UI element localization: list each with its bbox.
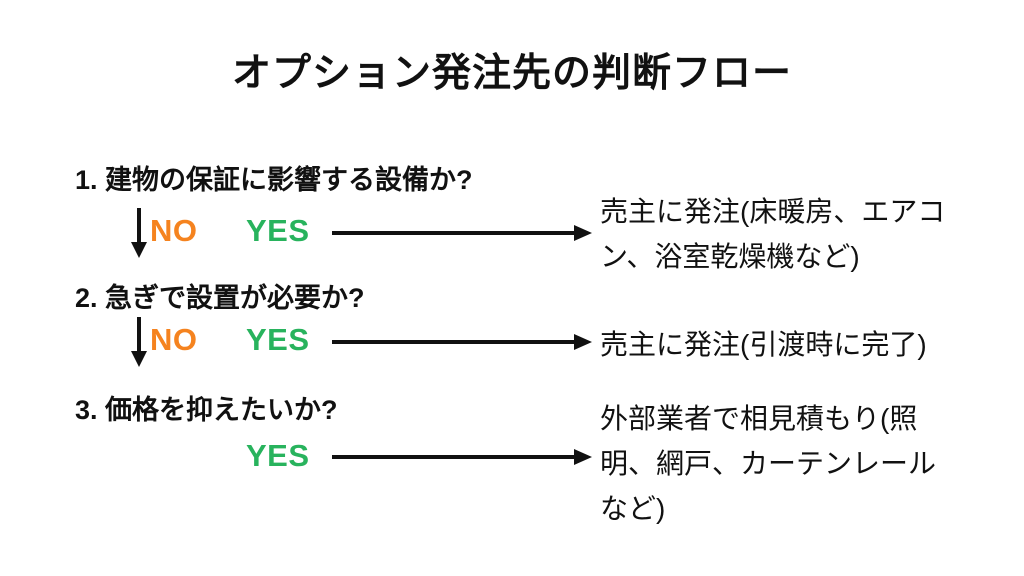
result-text-1: 売主に発注(床暖房、エアコン、浴室乾燥機など)	[600, 196, 946, 272]
question-2: 2. 急ぎで設置が必要か?	[75, 283, 365, 313]
right-arrow-icon	[332, 449, 592, 465]
result-text-3: 外部業者で相見積もり(照明、網戸、カーテンレールなど)	[600, 403, 937, 524]
yes-label: YES	[246, 213, 310, 248]
page-title: オプション発注先の判断フロー	[231, 52, 792, 95]
question-1: 1. 建物の保証に影響する設備か?	[75, 165, 473, 195]
down-arrow-icon	[131, 208, 147, 258]
yes-label: YES	[246, 322, 310, 357]
down-arrow-icon	[131, 317, 147, 367]
question-3: 3. 価格を抑えたいか?	[75, 395, 338, 425]
right-arrow-icon	[332, 334, 592, 350]
result-text-2: 売主に発注(引渡時に完了)	[600, 329, 927, 360]
no-label: NO	[150, 322, 198, 357]
no-label: NO	[150, 213, 198, 248]
yes-label: YES	[246, 438, 310, 473]
right-arrow-icon	[332, 225, 592, 241]
